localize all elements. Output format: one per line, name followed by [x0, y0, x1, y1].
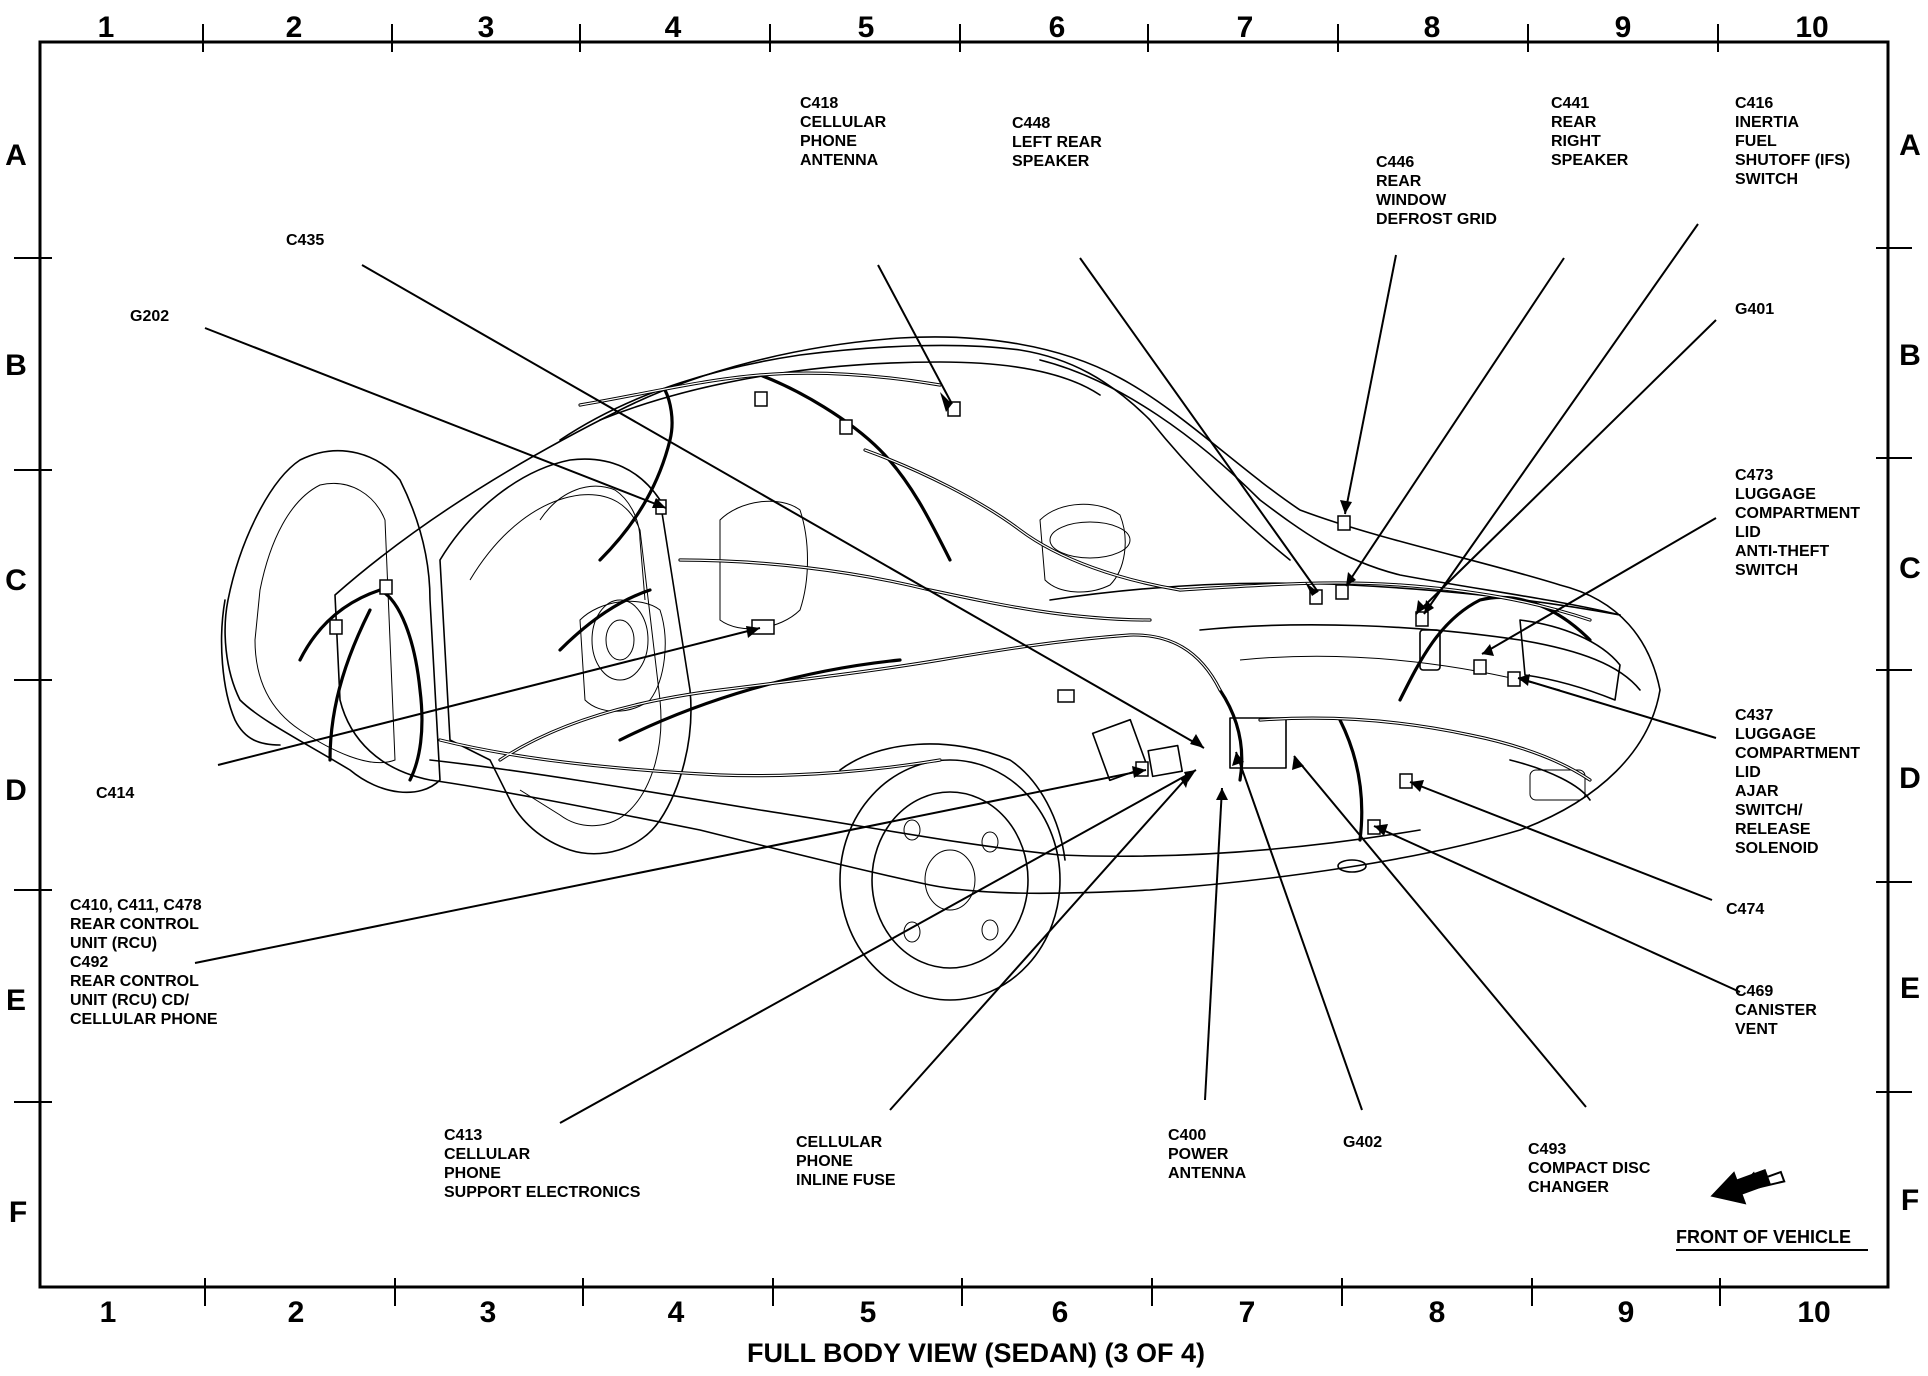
- callout-c435: C435: [286, 232, 324, 249]
- grid-row-label: B: [5, 349, 27, 382]
- callout-c474: C474: [1726, 901, 1764, 918]
- grid-col-label: 4: [665, 11, 682, 44]
- leader-lines: [194, 223, 1741, 1124]
- grid-col-label: 6: [1052, 1296, 1069, 1329]
- callout-c416: C416 INERTIA FUEL SHUTOFF (IFS) SWITCH: [1735, 95, 1855, 188]
- grid-col-label: 4: [668, 1296, 685, 1329]
- diagram-caption: FULL BODY VIEW (SEDAN) (3 OF 4): [747, 1338, 1205, 1368]
- grid-row-label: E: [6, 984, 26, 1017]
- grid-col-label: 10: [1797, 1296, 1830, 1329]
- grid-col-label: 1: [100, 1296, 117, 1329]
- grid-rows-right: A B C D E F: [1899, 129, 1921, 1217]
- grid-columns-bottom: 1 2 3 4 5 6 7 8 9 10: [100, 1296, 1831, 1329]
- grid-col-label: 8: [1424, 11, 1441, 44]
- callout-c437: C437 LUGGAGE COMPARTMENT LID AJAR SWITCH…: [1735, 707, 1864, 857]
- front-arrow-icon: [1710, 1169, 1786, 1205]
- grid-col-label: 5: [860, 1296, 877, 1329]
- grid-rows-left: A B C D E F: [5, 139, 27, 1229]
- grid-col-label: 7: [1237, 11, 1254, 44]
- callout-c441: C441 REAR RIGHT SPEAKER: [1551, 95, 1629, 169]
- front-of-vehicle-label: FRONT OF VEHICLE: [1676, 1227, 1851, 1247]
- callout-inline-fuse: CELLULAR PHONE INLINE FUSE: [796, 1134, 896, 1189]
- callout-c418: C418 CELLULAR PHONE ANTENNA: [800, 95, 891, 169]
- grid-row-label: B: [1899, 339, 1921, 372]
- grid-row-label: A: [1899, 129, 1921, 162]
- grid-col-label: 2: [288, 1296, 305, 1329]
- callout-c414: C414: [96, 785, 134, 802]
- grid-ticks: [14, 24, 1912, 1306]
- callout-g202: G202: [130, 308, 169, 325]
- grid-row-label: C: [1899, 552, 1921, 585]
- grid-col-label: 2: [286, 11, 303, 44]
- grid-col-label: 3: [480, 1296, 497, 1329]
- grid-row-label: F: [1901, 1184, 1919, 1217]
- grid-col-label: 9: [1615, 11, 1632, 44]
- callout-c448: C448 LEFT REAR SPEAKER: [1012, 115, 1106, 170]
- grid-row-label: D: [5, 774, 27, 807]
- grid-row-label: E: [1900, 972, 1920, 1005]
- callout-g402: G402: [1343, 1134, 1382, 1151]
- diagram-border: [38, 40, 1890, 1289]
- grid-col-label: 6: [1049, 11, 1066, 44]
- car-illustration: [220, 336, 1661, 1001]
- callout-c469: C469 CANISTER VENT: [1735, 983, 1821, 1038]
- grid-row-label: C: [5, 564, 27, 597]
- wiring-harness: [298, 371, 1592, 842]
- front-of-vehicle-indicator: FRONT OF VEHICLE: [1676, 1169, 1868, 1251]
- grid-col-label: 10: [1795, 11, 1828, 44]
- callout-c493: C493 COMPACT DISC CHANGER: [1528, 1141, 1655, 1196]
- callout-c400: C400 POWER ANTENNA: [1168, 1127, 1247, 1182]
- callout-c473: C473 LUGGAGE COMPARTMENT LID ANTI-THEFT …: [1735, 467, 1864, 579]
- callout-g401: G401: [1735, 301, 1774, 318]
- grid-col-label: 8: [1429, 1296, 1446, 1329]
- grid-col-label: 1: [98, 11, 115, 44]
- grid-row-label: A: [5, 139, 27, 172]
- grid-col-label: 3: [478, 11, 495, 44]
- callout-c413: C413 CELLULAR PHONE SUPPORT ELECTRONICS: [444, 1127, 641, 1201]
- grid-col-label: 9: [1618, 1296, 1635, 1329]
- grid-columns-top: 1 2 3 4 5 6 7 8 9 10: [98, 11, 1829, 44]
- callout-c446: C446 REAR WINDOW DEFROST GRID: [1376, 154, 1497, 228]
- grid-row-label: D: [1899, 762, 1921, 795]
- grid-col-label: 7: [1239, 1296, 1256, 1329]
- grid-row-label: F: [9, 1196, 27, 1229]
- grid-col-label: 5: [858, 11, 875, 44]
- callout-labels: C418 CELLULAR PHONE ANTENNA C448 LEFT RE…: [70, 95, 1864, 1201]
- callout-c410: C410, C411, C478 REAR CONTROL UNIT (RCU)…: [70, 897, 218, 1028]
